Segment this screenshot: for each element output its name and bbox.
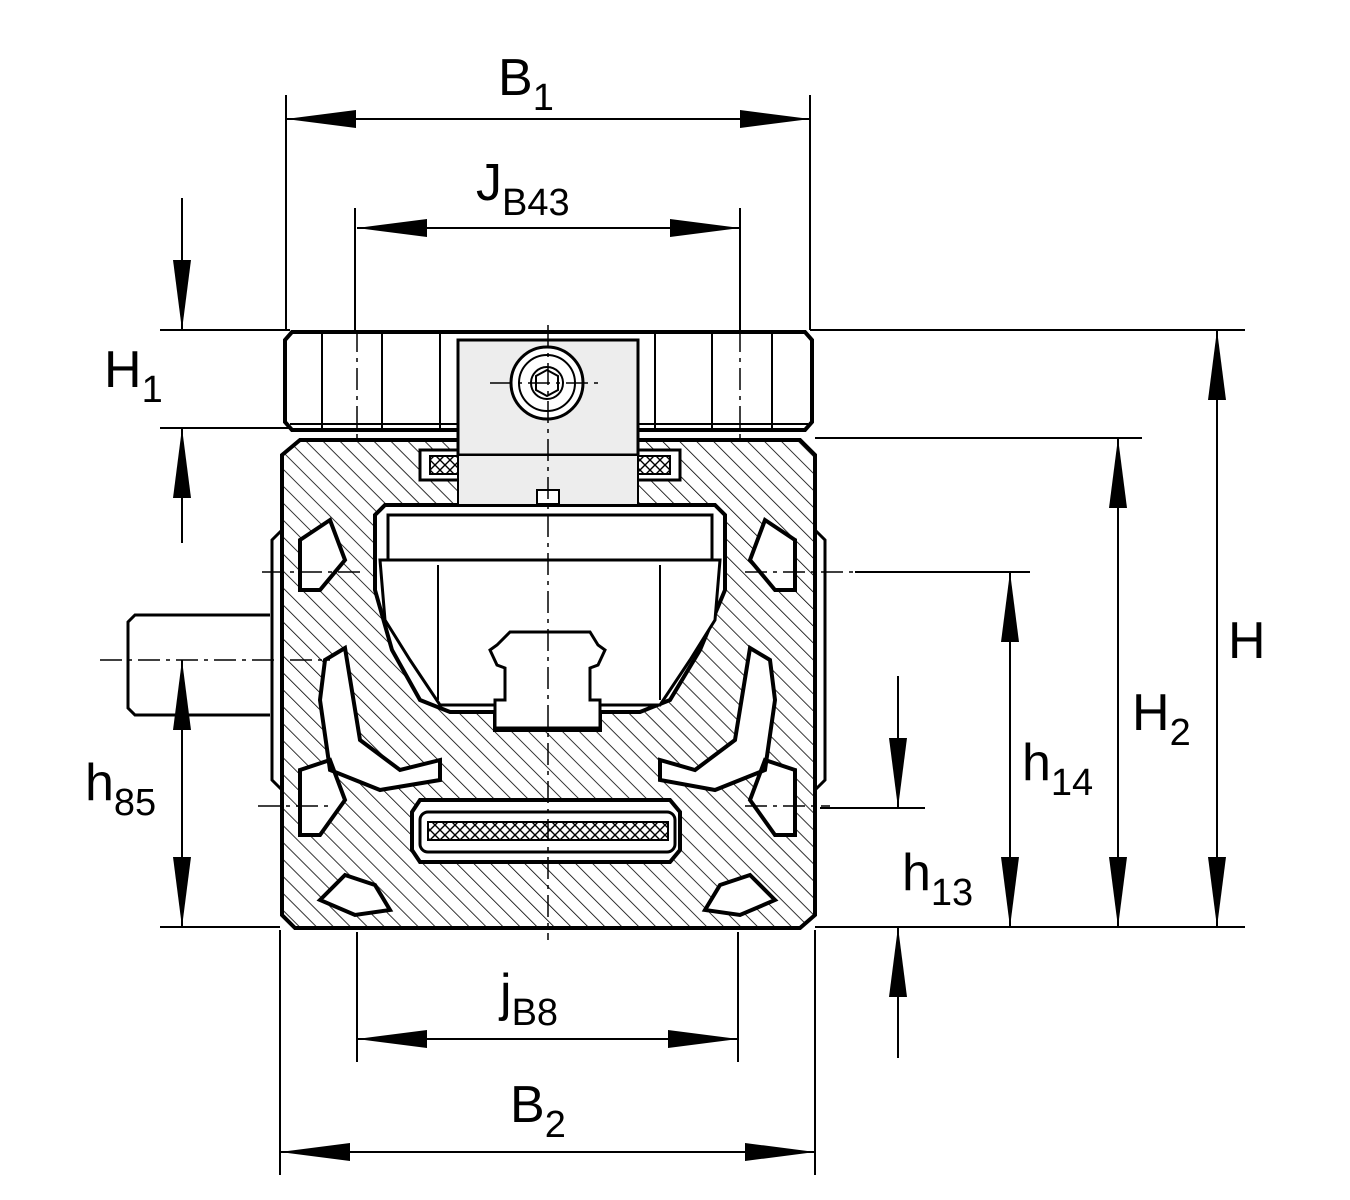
dimension-H	[1208, 330, 1226, 927]
dimension-h85	[173, 660, 191, 927]
label-h14: h14	[1022, 734, 1093, 804]
label-H: H	[1228, 612, 1266, 670]
housing-section	[270, 438, 827, 930]
label-h85: h85	[85, 754, 156, 824]
lubrication-fitting	[126, 613, 270, 717]
runner-block	[378, 513, 722, 730]
center-lines	[100, 325, 860, 940]
dimension-jB8	[357, 1030, 738, 1048]
label-H2: H2	[1132, 684, 1191, 754]
extension-lines	[160, 95, 1245, 1175]
label-H1: H1	[104, 341, 163, 411]
housing-outline	[280, 438, 817, 930]
label-h13: h13	[902, 844, 973, 914]
dimension-h14	[1001, 572, 1019, 927]
dimension-B2	[280, 1143, 815, 1161]
dimension-H1	[173, 198, 191, 543]
label-JB43: JB43	[476, 154, 570, 224]
label-B1: B1	[498, 49, 554, 119]
dimension-JB43	[357, 219, 740, 237]
dimension-H2	[1109, 438, 1127, 927]
dimension-h13	[889, 676, 907, 1058]
label-B2: B2	[510, 1076, 566, 1146]
dimension-B1	[286, 110, 810, 128]
label-jB8: jB8	[498, 964, 558, 1034]
